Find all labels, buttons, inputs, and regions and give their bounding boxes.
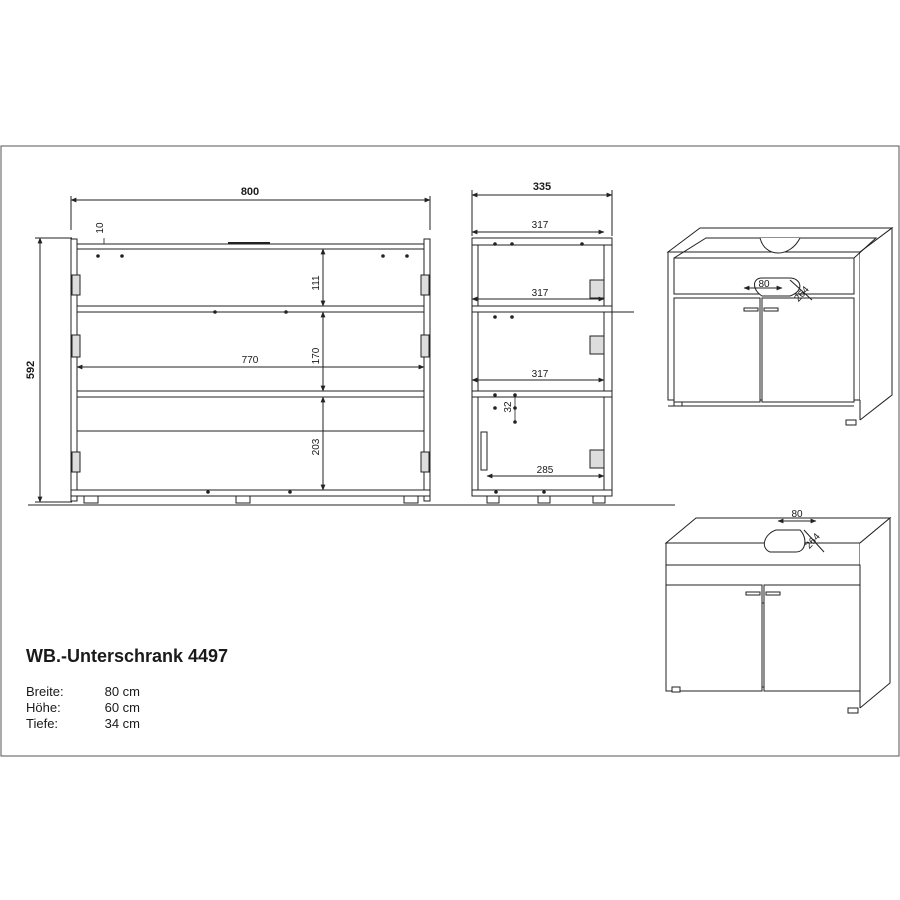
inner-depth-label-2: 317 xyxy=(532,288,549,299)
shelf-height-label-2: 170 xyxy=(311,347,322,364)
drawing-frame xyxy=(0,145,900,757)
side-view xyxy=(471,190,634,504)
spec-row-width: Breite: 80 cm xyxy=(26,684,140,700)
top-gap-label: 10 xyxy=(95,222,106,234)
spec-row-height: Höhe: 60 cm xyxy=(26,700,140,716)
front-height-label: 592 xyxy=(25,361,37,379)
spec-value: 60 cm xyxy=(104,700,140,715)
spec-label: Breite: xyxy=(26,684,64,699)
inner-depth-label-1: 317 xyxy=(532,220,549,231)
inner-width-label: 770 xyxy=(242,355,259,366)
product-title: WB.-Unterschrank 4497 xyxy=(26,646,229,666)
shelf-height-label-1: 111 xyxy=(311,275,322,291)
hole-spacing-label: 32 xyxy=(503,401,514,413)
shelf-height-label-3: 203 xyxy=(311,438,322,455)
perspective-view-closed xyxy=(664,516,892,714)
spec-list: Breite: 80 cm Höhe: 60 cm Tiefe: 34 cm xyxy=(26,684,140,732)
spec-value: 34 cm xyxy=(104,716,140,731)
front-width-label: 800 xyxy=(241,186,259,198)
spec-row-depth: Tiefe: 34 cm xyxy=(26,716,140,732)
side-depth-label: 335 xyxy=(533,181,551,193)
inner-depth-label-3: 317 xyxy=(532,369,549,380)
cutout-width-label-2: 80 xyxy=(791,509,803,520)
spec-value: 80 cm xyxy=(104,684,140,699)
bottom-depth-label: 285 xyxy=(537,465,554,476)
spec-label: Höhe: xyxy=(26,700,61,715)
perspective-view-open xyxy=(666,227,894,426)
cutout-width-label-1: 80 xyxy=(758,279,770,290)
spec-label: Tiefe: xyxy=(26,716,59,731)
front-view xyxy=(35,196,431,504)
